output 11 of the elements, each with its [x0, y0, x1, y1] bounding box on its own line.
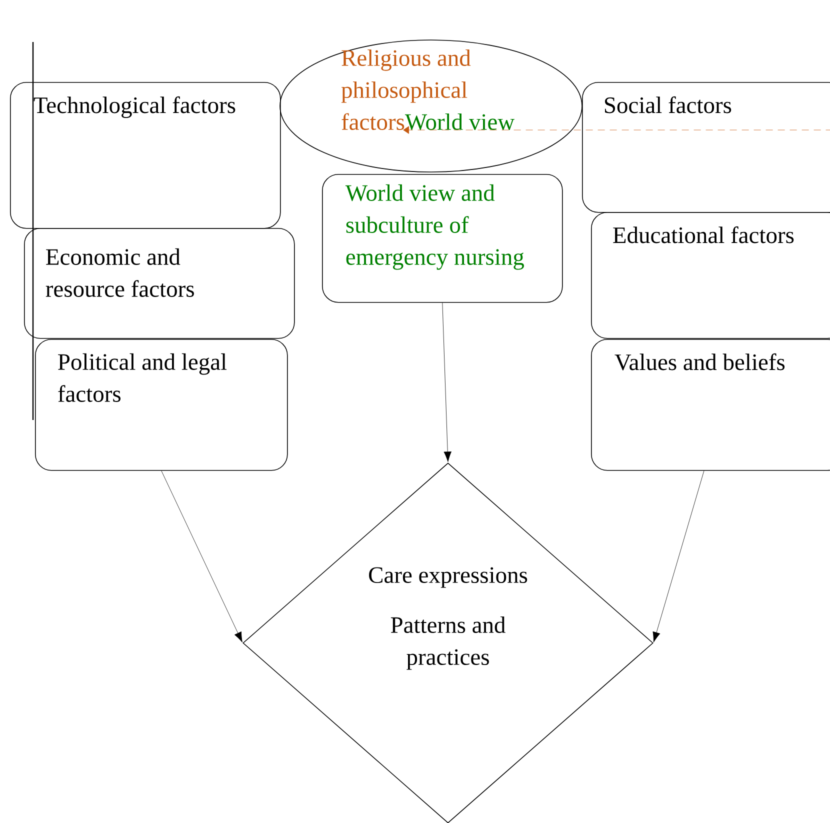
factor-box: Political and legal factors: [35, 339, 288, 471]
arrow: [442, 302, 452, 462]
factor-box: Technological factors: [10, 82, 281, 229]
factor-box: World view and subculture of emergency nursing: [322, 174, 563, 303]
factor-box: Educational factors: [591, 212, 830, 339]
factor-box: Values and beliefs: [591, 339, 830, 471]
arrow: [161, 470, 242, 642]
arrow: [403, 126, 830, 134]
factor-box: Social factors: [582, 82, 830, 213]
arrow: [652, 470, 704, 642]
factor-box: Economic and resource factors: [24, 228, 295, 339]
